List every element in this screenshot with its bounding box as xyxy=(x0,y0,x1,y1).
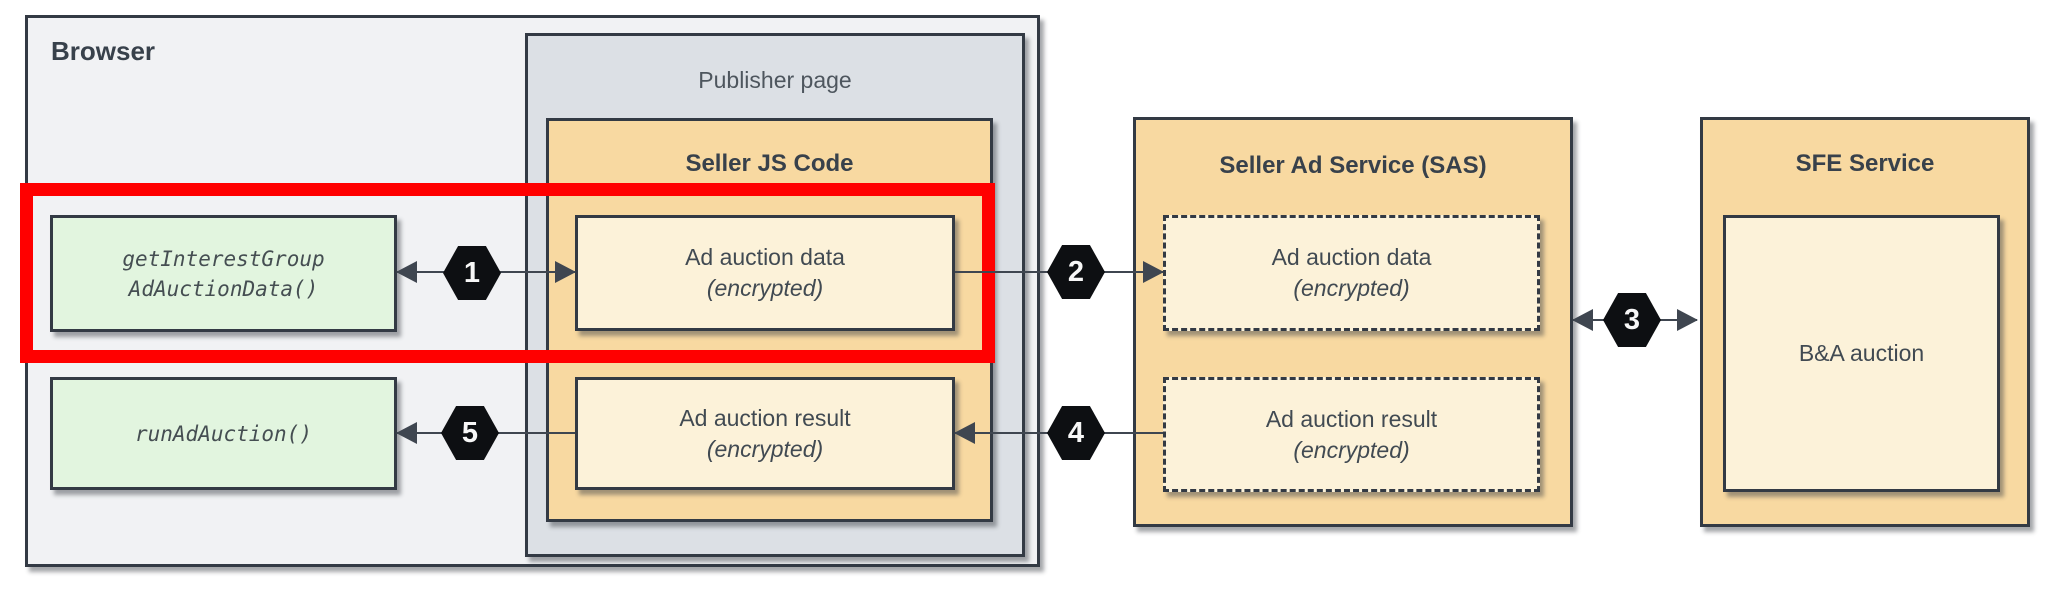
sas-ad-auction-result-encrypted-label: (encrypted) xyxy=(1293,436,1410,463)
arrow-step3-left-arrowhead-icon xyxy=(1572,309,1593,331)
arrow-step4-arrowhead-icon xyxy=(954,422,975,444)
sas-ad-auction-result-label: Ad auction result xyxy=(1265,405,1438,432)
run-ad-auction-label: runAdAuction() xyxy=(134,421,312,446)
seller-js-ad-auction-result-box: Ad auction result (encrypted) xyxy=(575,377,955,490)
ad-auction-data-label: Ad auction data xyxy=(685,244,845,270)
arrow-step2-arrowhead-icon xyxy=(1143,261,1164,283)
sfe-service-label: SFE Service xyxy=(1795,150,1935,177)
ad-auction-result-label: Ad auction result xyxy=(679,404,851,431)
get-interest-group-line2: AdAuctionData() xyxy=(128,276,319,301)
sas-ad-auction-data-encrypted-label: (encrypted) xyxy=(1293,275,1410,301)
ba-auction-box: B&A auction xyxy=(1723,215,2000,492)
ba-auction-label: B&A auction xyxy=(1798,340,1925,366)
step-badge-4: 4 xyxy=(1047,406,1105,460)
sas-ad-auction-data-box: Ad auction data (encrypted) xyxy=(1163,215,1540,331)
arrow-step5-arrowhead-icon xyxy=(396,422,417,444)
ad-auction-result-encrypted-label: (encrypted) xyxy=(706,435,824,462)
arrow-step3-right-arrowhead-icon xyxy=(1677,309,1698,331)
seller-ad-service-label: Seller Ad Service (SAS) xyxy=(1219,152,1487,179)
sas-ad-auction-data-label: Ad auction data xyxy=(1271,244,1432,270)
publisher-page-label: Publisher page xyxy=(698,67,852,93)
seller-js-code-label: Seller JS Code xyxy=(685,150,854,177)
arrow-step1-right-arrowhead-icon xyxy=(555,261,576,283)
run-ad-auction-box: runAdAuction() xyxy=(50,377,397,490)
ad-auction-data-encrypted-label: (encrypted) xyxy=(706,275,824,301)
browser-label: Browser xyxy=(51,36,156,66)
sas-ad-auction-result-box: Ad auction result (encrypted) xyxy=(1163,377,1540,492)
get-interest-group-ad-auction-data-box: getInterestGroup AdAuctionData() xyxy=(50,215,397,332)
step-badge-2: 2 xyxy=(1047,245,1105,299)
red-highlight-rectangle xyxy=(20,183,995,363)
get-interest-group-line1: getInterestGroup xyxy=(122,246,325,271)
seller-js-ad-auction-data-box: Ad auction data (encrypted) xyxy=(575,215,955,331)
arrow-step1-left-arrowhead-icon xyxy=(396,261,417,283)
step-badge-3: 3 xyxy=(1603,293,1661,347)
